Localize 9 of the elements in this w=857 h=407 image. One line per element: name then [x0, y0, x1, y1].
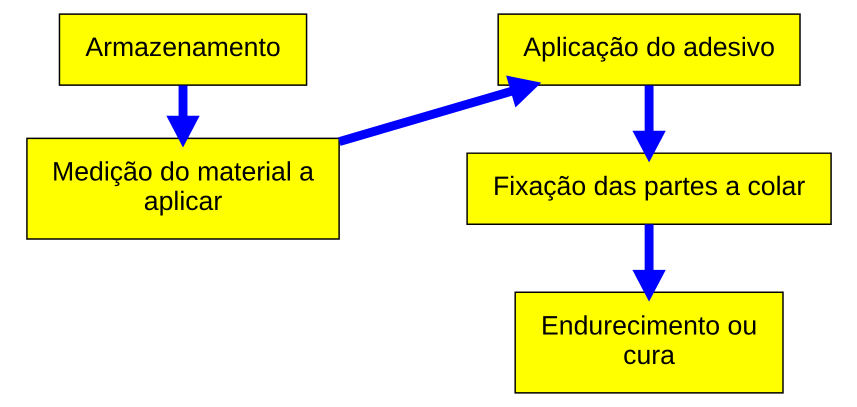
node-box: Aplicação do adesivo — [496, 13, 800, 86]
arrow — [632, 85, 666, 162]
node-box: Fixação das partes a colar — [466, 152, 832, 225]
arrow — [632, 224, 666, 302]
node-box: Endurecimento ou cura — [514, 292, 784, 394]
arrow — [338, 75, 541, 146]
node-box: Medição do material a aplicar — [26, 138, 340, 240]
node-box: Armazenamento — [58, 13, 307, 86]
arrow — [166, 85, 200, 148]
